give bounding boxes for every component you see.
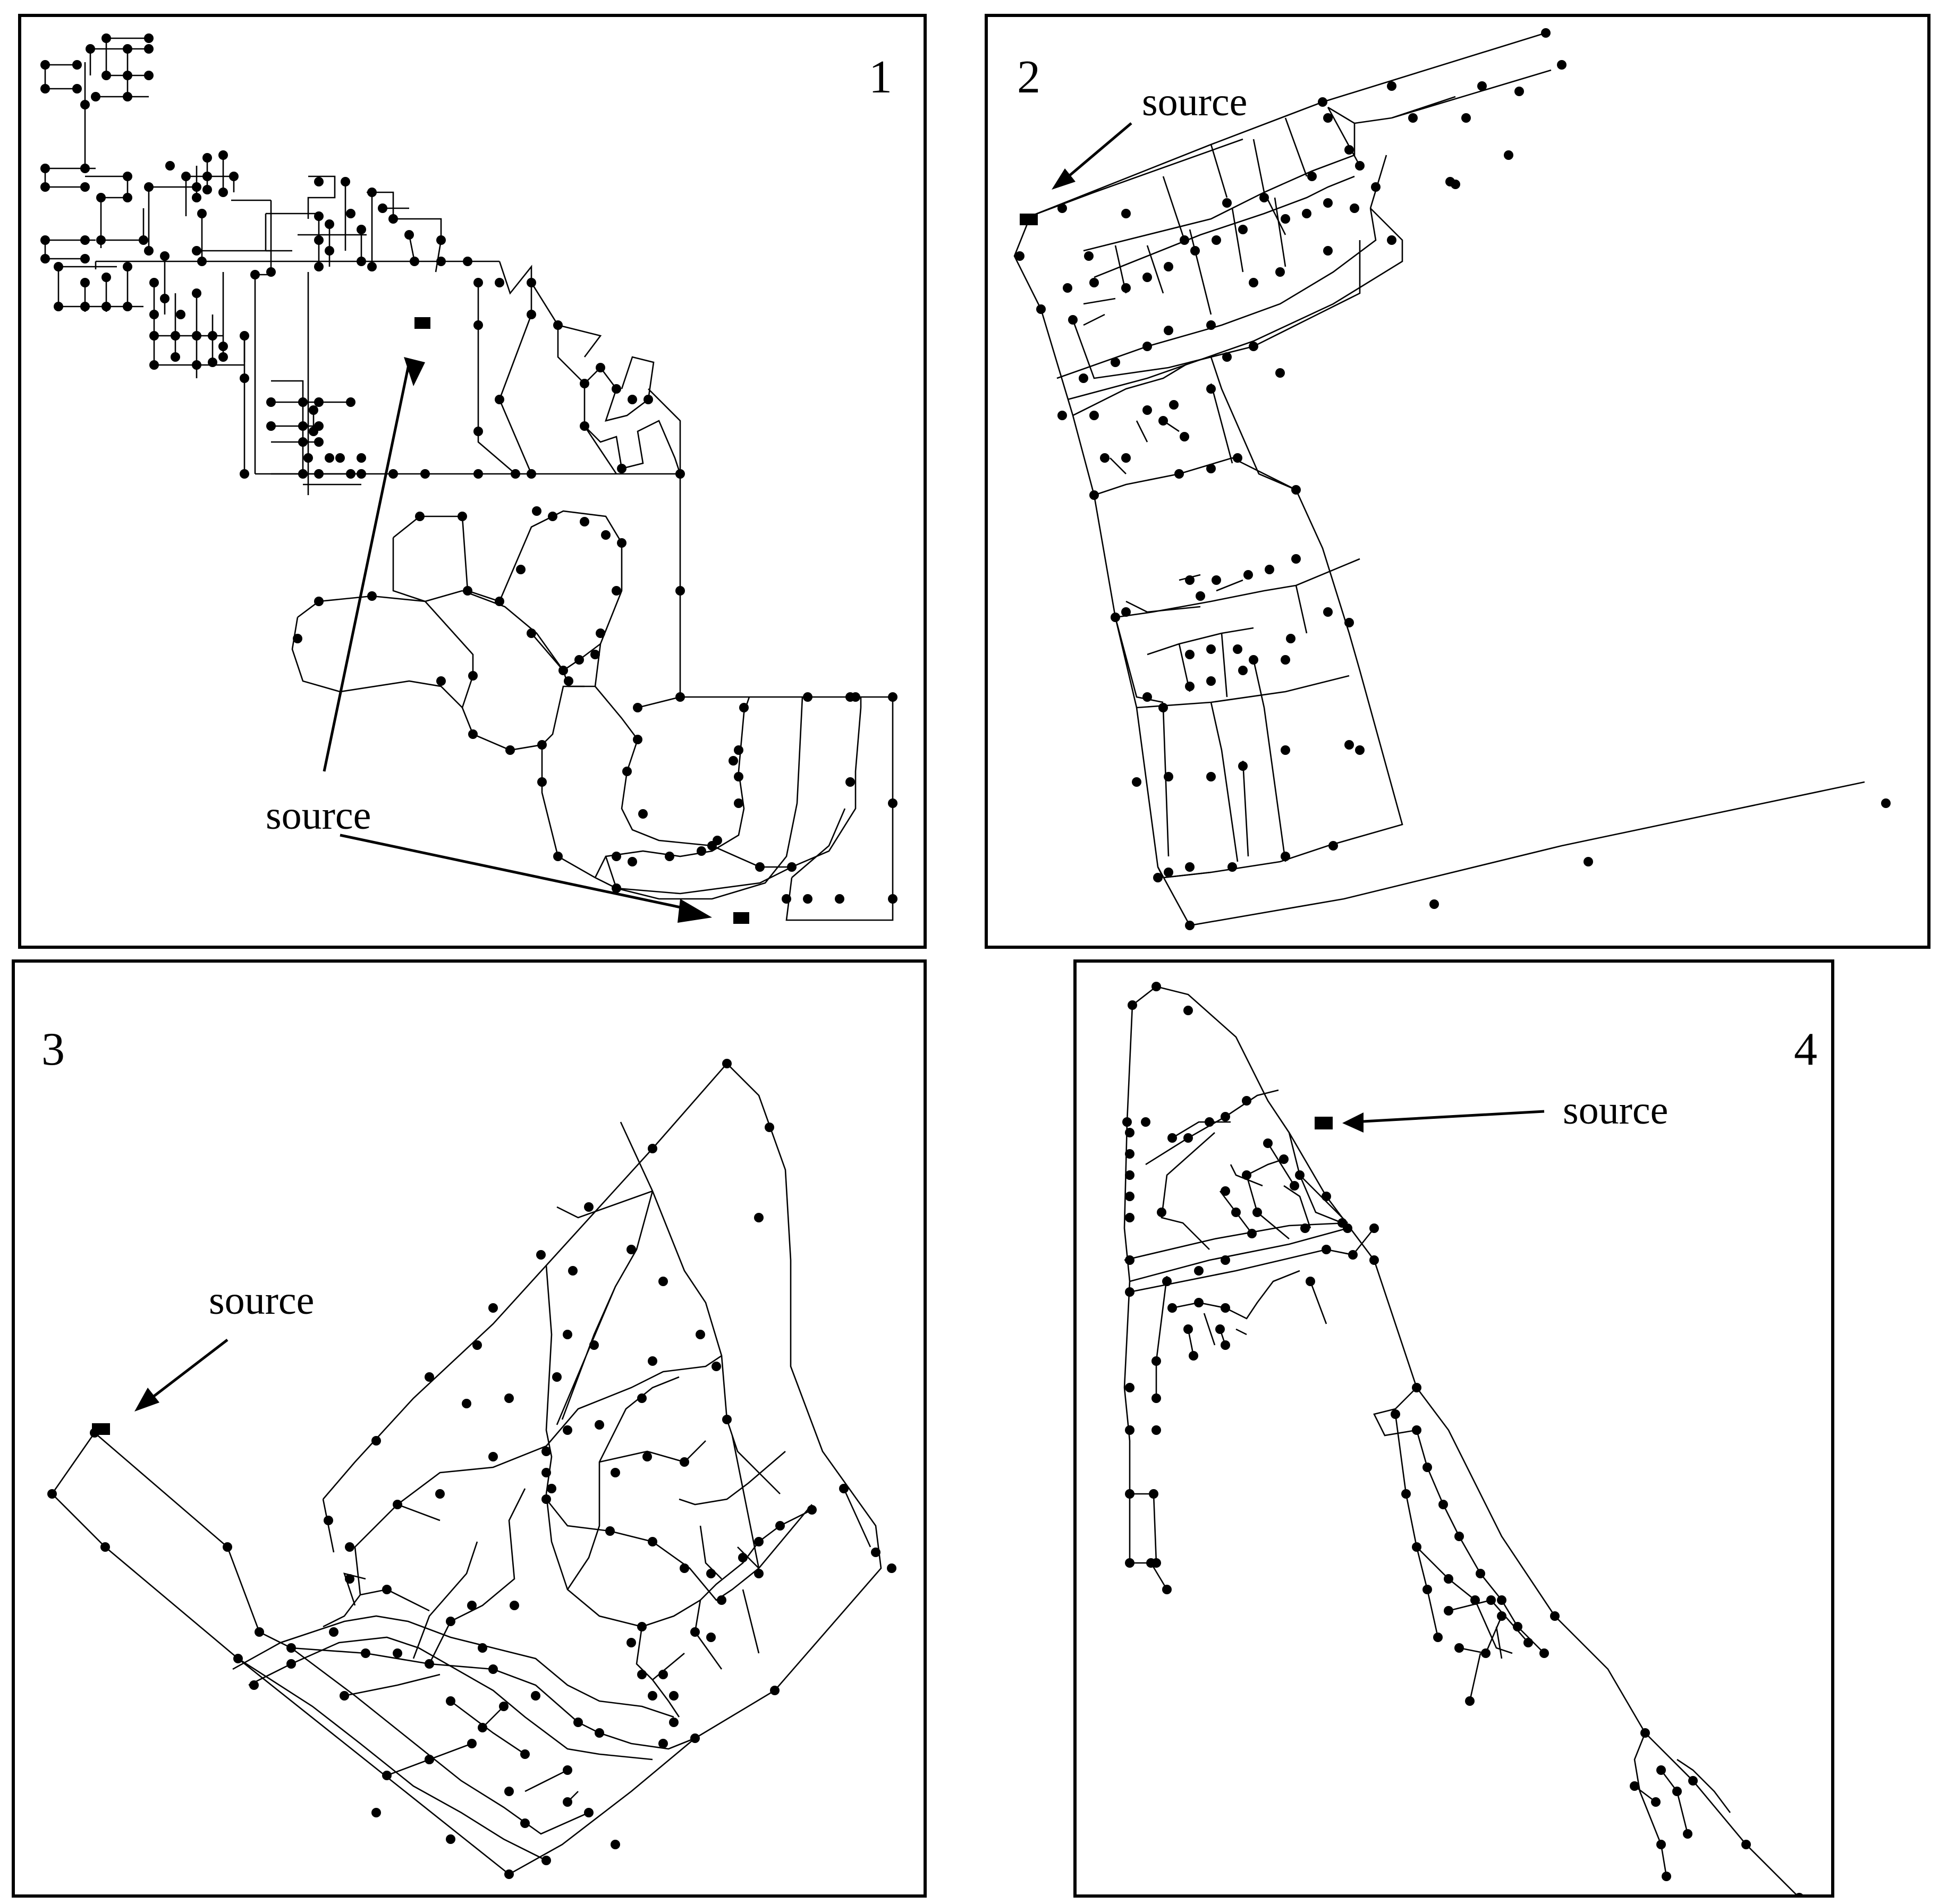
- pipe-network-diagram: [1013, 28, 1891, 930]
- panel-number: 2: [1017, 52, 1040, 103]
- junction-nodes: [1122, 982, 1803, 1894]
- source-reservoir: [414, 317, 749, 924]
- source-label: source: [1563, 1088, 1669, 1133]
- panel-number: 1: [869, 52, 892, 103]
- source-label: source: [209, 1278, 315, 1323]
- pipe-network-diagram: [1122, 982, 1803, 1894]
- pipe-network: [44, 37, 894, 921]
- source-arrows: [134, 1339, 228, 1412]
- pipe-network-diagram: [40, 33, 897, 924]
- junction-nodes: [47, 1059, 896, 1879]
- pipe-network: [1123, 985, 1797, 1894]
- network-panel-3: 3 source: [12, 959, 927, 1898]
- network-panel-4: 4 source: [1073, 959, 1834, 1898]
- source-label: source: [266, 793, 371, 838]
- source-reservoir: [1020, 214, 1038, 225]
- source-arrows: [1052, 122, 1132, 190]
- network-panel-1: 1 source: [18, 14, 927, 949]
- panel-number: 4: [1794, 1024, 1817, 1075]
- source-reservoir: [1315, 1117, 1333, 1129]
- panel-number: 3: [41, 1024, 65, 1075]
- junction-nodes: [1015, 28, 1891, 930]
- source-reservoir: [92, 1423, 110, 1435]
- pipe-network: [51, 1062, 882, 1875]
- network-panel-2: 2 source: [985, 14, 1930, 949]
- source-arrows: [1342, 1110, 1545, 1133]
- source-label: source: [1142, 80, 1248, 124]
- junction-nodes: [40, 33, 897, 904]
- pipe-network-diagram: [47, 1059, 896, 1879]
- pipe-network: [1013, 32, 1865, 926]
- source-arrows: [323, 357, 712, 923]
